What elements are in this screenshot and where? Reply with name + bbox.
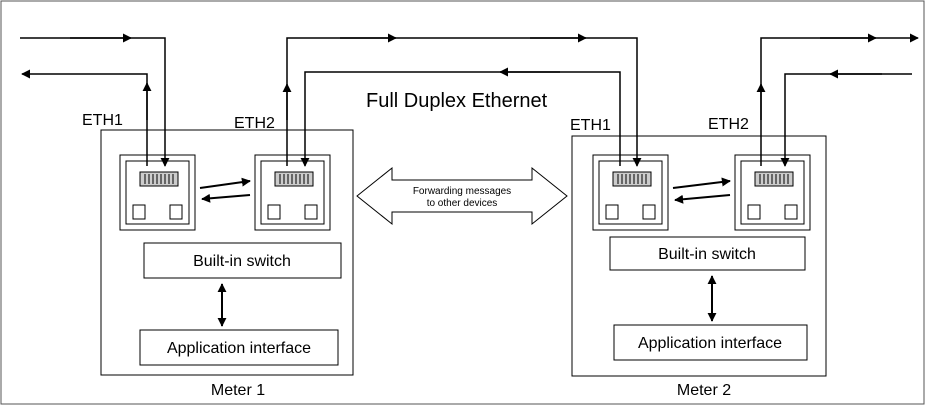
network-lines (20, 33, 919, 167)
meter-1-switch-label: Built-in switch (193, 253, 291, 270)
forwarding-label-line1: Forwarding messages (413, 186, 511, 197)
meter-2-app-box (613, 324, 808, 361)
meter-2-eth2-port-icon (734, 154, 811, 231)
meter-2-label: Meter 2 (677, 382, 731, 399)
meter-2-box (571, 135, 827, 377)
forwarding-arrow (356, 166, 568, 226)
meter-1-eth2-port-icon (254, 154, 331, 231)
meter-2-eth1-label: ETH1 (570, 117, 611, 134)
meter-1-eth1-label: ETH1 (82, 112, 123, 129)
meter-2-eth1-port-icon (592, 154, 669, 231)
meter-1-eth2-label: ETH2 (234, 115, 275, 132)
meter-1-eth1-port-icon (119, 154, 196, 231)
meter-1-box (100, 129, 354, 376)
meter-2-app-label: Application interface (638, 335, 782, 352)
meter-1-label: Meter 1 (211, 382, 265, 399)
meter-2-eth2-label: ETH2 (708, 116, 749, 133)
meter-2-switch-box (609, 236, 806, 271)
meter-1-switch-box (143, 242, 342, 279)
full-duplex-title: Full Duplex Ethernet (366, 90, 548, 112)
meter-1-app-label: Application interface (167, 340, 311, 357)
meter-2-switch-label: Built-in switch (658, 246, 756, 263)
meter-1-app-box (139, 329, 339, 366)
forwarding-label-line2: to other devices (427, 198, 498, 209)
port-link-arrows (199, 177, 731, 204)
